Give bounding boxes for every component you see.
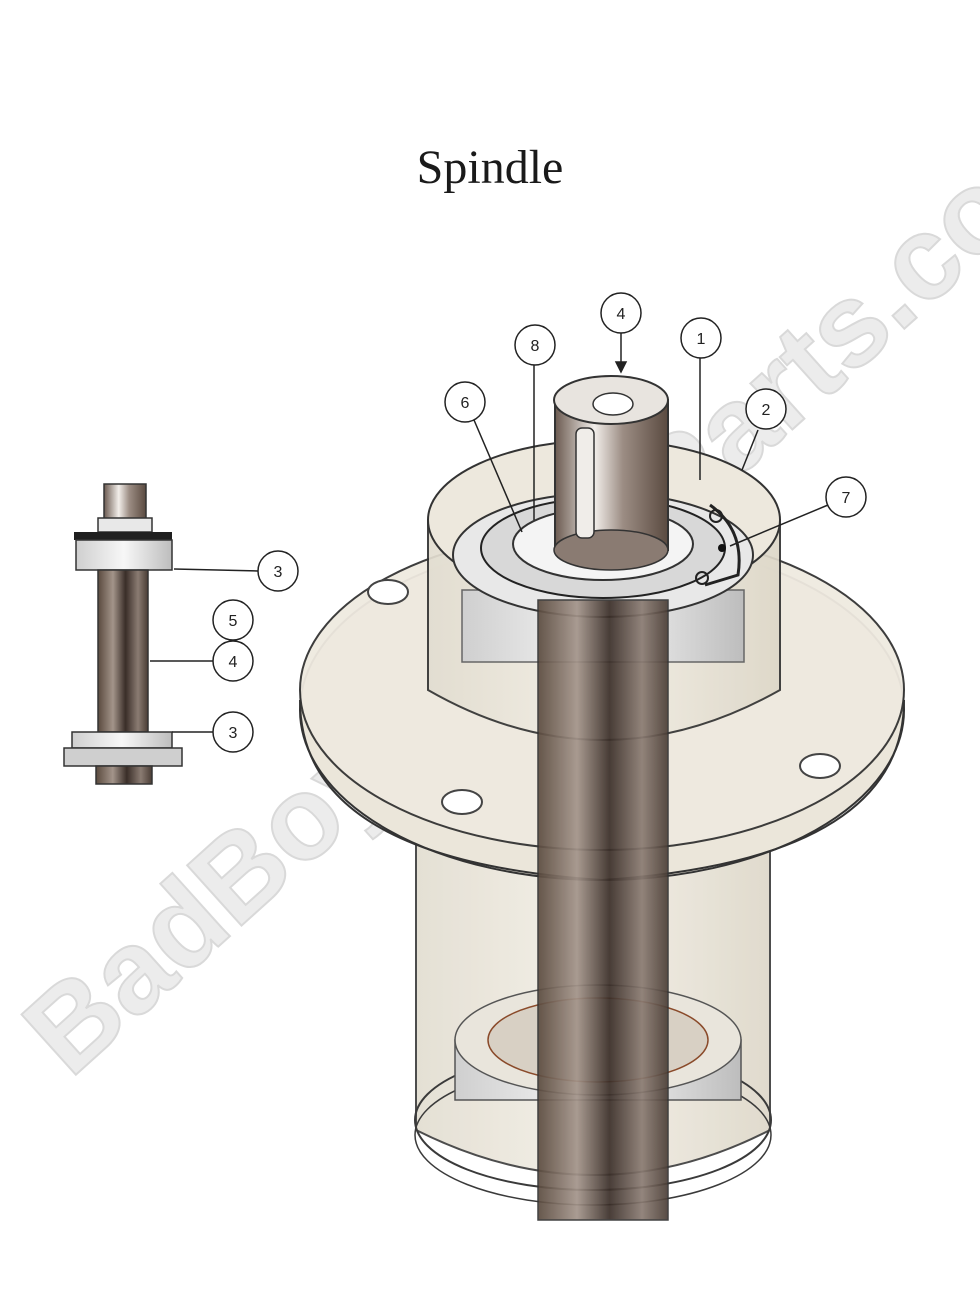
callout-4-top: 4 [600, 292, 642, 334]
callout-2: 2 [745, 388, 787, 430]
callout-8-label: 8 [531, 338, 540, 355]
callout-1-label: 1 [697, 331, 706, 348]
callout-5-label: 5 [229, 613, 238, 630]
retaining-clip [695, 503, 741, 587]
callout-3-lower-label: 3 [229, 725, 238, 742]
callout-4-top-label: 4 [617, 306, 626, 323]
callout-6-label: 6 [461, 395, 470, 412]
callout-leaders [150, 332, 829, 733]
callout-8: 8 [514, 324, 556, 366]
callout-6: 6 [444, 381, 486, 423]
callout-2-label: 2 [762, 402, 771, 419]
callout-4-side: 4 [212, 640, 254, 682]
side-view-assembly [63, 483, 183, 785]
spindle-housing [299, 439, 905, 1221]
callout-4-side-label: 4 [229, 654, 238, 671]
diagram-title: Spindle [416, 141, 564, 194]
callout-7: 7 [825, 476, 867, 518]
callout-3-upper: 3 [257, 550, 299, 592]
shaft-top [553, 375, 669, 571]
callout-7-label: 7 [842, 490, 851, 507]
callout-1: 1 [680, 317, 722, 359]
callout-5: 5 [212, 599, 254, 641]
callout-3-upper-label: 3 [274, 564, 283, 581]
callout-3-lower: 3 [212, 711, 254, 753]
